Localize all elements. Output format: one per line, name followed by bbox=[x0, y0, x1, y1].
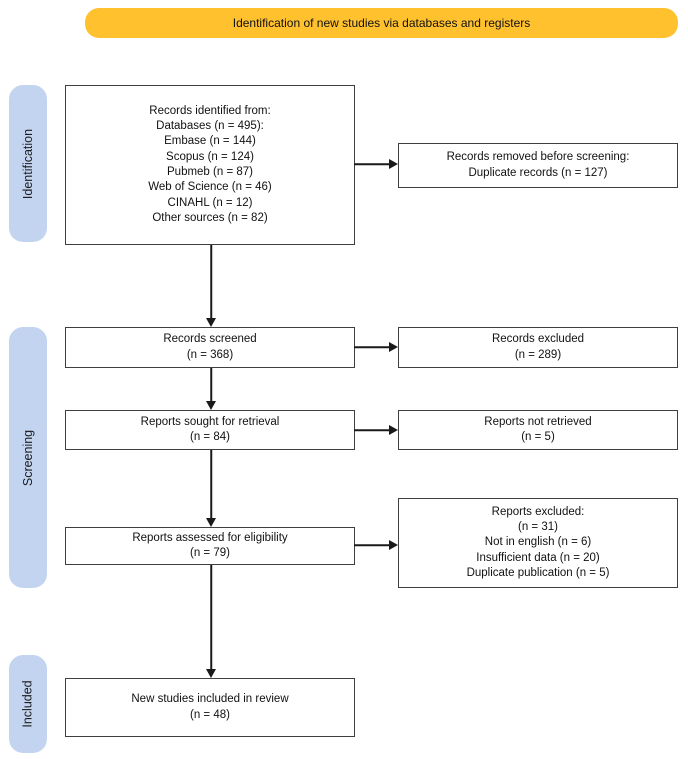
arrow-shaft bbox=[354, 163, 390, 165]
title-banner: Identification of new studies via databa… bbox=[85, 8, 678, 38]
box-line: Reports not retrieved bbox=[484, 415, 592, 428]
arrow-shaft bbox=[210, 565, 212, 670]
box-line: Scopus (n = 124) bbox=[166, 150, 254, 163]
arrow-identified-to-screened bbox=[205, 245, 217, 327]
stage-label-identification-text: Identification bbox=[21, 128, 35, 199]
arrow-shaft bbox=[354, 429, 390, 431]
arrow-screened-to-excluded bbox=[354, 341, 398, 353]
stage-label-identification: Identification bbox=[9, 85, 47, 242]
box-line: Databases (n = 495): bbox=[156, 120, 264, 133]
box-line: Records removed before screening: bbox=[446, 151, 630, 164]
arrow-head-icon bbox=[206, 401, 216, 410]
box-line: Other sources (n = 82) bbox=[152, 211, 268, 224]
stage-label-screening-text: Screening bbox=[21, 429, 36, 486]
arrow-head-icon bbox=[206, 318, 216, 327]
box-line: Embase (n = 144) bbox=[164, 135, 256, 148]
box-line: (n = 5) bbox=[521, 431, 555, 443]
box-line: Reports excluded: bbox=[491, 505, 585, 518]
arrow-head-icon bbox=[389, 342, 398, 352]
box-reports-assessed: Reports assessed for eligibility (n = 79… bbox=[65, 527, 355, 565]
arrow-head-icon bbox=[389, 159, 398, 169]
stage-label-included: Included bbox=[9, 655, 47, 753]
box-line: Records identified from: bbox=[149, 104, 271, 117]
arrow-shaft bbox=[210, 245, 212, 319]
arrow-shaft bbox=[354, 346, 390, 348]
box-line: Reports assessed for eligibility bbox=[132, 531, 288, 544]
box-line: (n = 84) bbox=[190, 431, 230, 443]
box-reports-not-retrieved: Reports not retrieved (n = 5) bbox=[398, 410, 678, 450]
box-line: (n = 368) bbox=[186, 348, 234, 361]
box-line: Pubmeb (n = 87) bbox=[167, 166, 253, 178]
stage-label-included-text: Included bbox=[21, 680, 36, 728]
title-banner-label: Identification of new studies via databa… bbox=[232, 16, 531, 30]
box-line: CINAHL (n = 12) bbox=[167, 196, 253, 209]
box-line: Records screened bbox=[163, 333, 257, 346]
box-records-screened: Records screened (n = 368) bbox=[65, 327, 355, 368]
stage-label-screening: Screening bbox=[9, 327, 47, 588]
box-line: New studies included in review bbox=[131, 693, 289, 706]
box-records-removed: Records removed before screening: Duplic… bbox=[398, 143, 678, 188]
arrow-sought-to-assessed bbox=[205, 450, 217, 527]
box-records-identified: Records identified from: Databases (n = … bbox=[65, 85, 355, 245]
box-line: Not in english (n = 6) bbox=[484, 536, 592, 549]
arrow-shaft bbox=[210, 450, 212, 519]
box-line: (n = 79) bbox=[190, 547, 230, 559]
box-line: Duplicate publication (n = 5) bbox=[466, 566, 610, 579]
box-line: Records excluded bbox=[491, 333, 585, 346]
arrow-screened-to-sought bbox=[205, 368, 217, 410]
box-line: (n = 31) bbox=[518, 521, 558, 534]
arrow-identified-to-removed bbox=[354, 158, 398, 170]
arrow-head-icon bbox=[389, 425, 398, 435]
arrow-head-icon bbox=[206, 518, 216, 527]
arrow-head-icon bbox=[389, 540, 398, 550]
box-line: Insufficient data (n = 20) bbox=[476, 551, 600, 564]
arrow-assessed-to-included bbox=[205, 565, 217, 678]
arrow-shaft bbox=[354, 544, 390, 546]
arrow-sought-to-not-retrieved bbox=[354, 424, 398, 436]
box-line: (n = 48) bbox=[190, 708, 230, 721]
box-line: Reports sought for retrieval bbox=[140, 415, 280, 428]
box-line: (n = 289) bbox=[514, 348, 562, 361]
arrow-assessed-to-excluded bbox=[354, 539, 398, 551]
box-line: Web of Science (n = 46) bbox=[148, 181, 272, 194]
box-reports-excluded: Reports excluded: (n = 31) Not in englis… bbox=[398, 498, 678, 588]
arrow-shaft bbox=[210, 368, 212, 402]
box-reports-sought: Reports sought for retrieval (n = 84) bbox=[65, 410, 355, 450]
arrow-head-icon bbox=[206, 669, 216, 678]
box-line: Duplicate records (n = 127) bbox=[468, 166, 608, 179]
box-records-excluded: Records excluded (n = 289) bbox=[398, 327, 678, 368]
box-new-studies-included: New studies included in review (n = 48) bbox=[65, 678, 355, 737]
